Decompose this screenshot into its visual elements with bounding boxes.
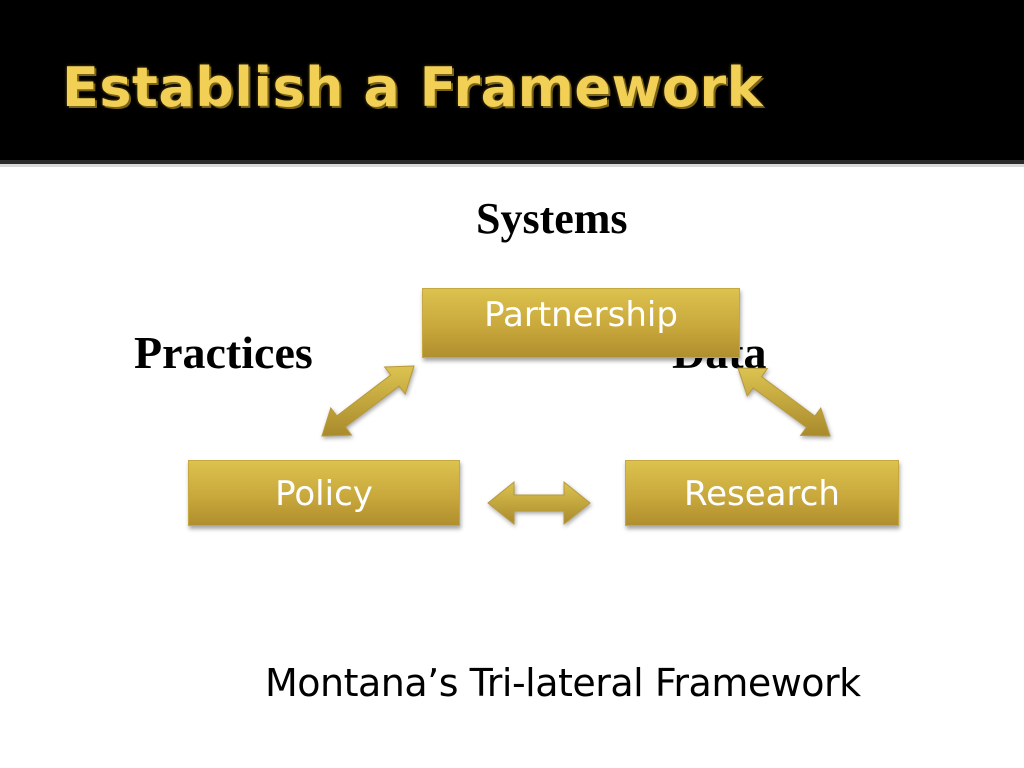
partnership-label: Partnership [484, 295, 678, 335]
arrow-partnership-policy [321, 365, 415, 437]
header-band [0, 0, 1024, 160]
slide-title: Establish a Framework [62, 56, 764, 119]
slide-caption: Montana’s Tri-lateral Framework [265, 661, 861, 705]
arrow-policy-research [487, 480, 591, 526]
research-box: Research [625, 460, 899, 526]
policy-label: Policy [275, 474, 373, 514]
header-divider-highlight [0, 164, 1024, 167]
label-systems: Systems [476, 194, 628, 243]
policy-box: Policy [188, 460, 460, 526]
partnership-box: Partnership [422, 288, 740, 358]
label-practices: Practices [134, 327, 313, 378]
arrow-partnership-research [737, 367, 831, 437]
header-divider [0, 160, 1024, 164]
research-label: Research [684, 474, 840, 514]
